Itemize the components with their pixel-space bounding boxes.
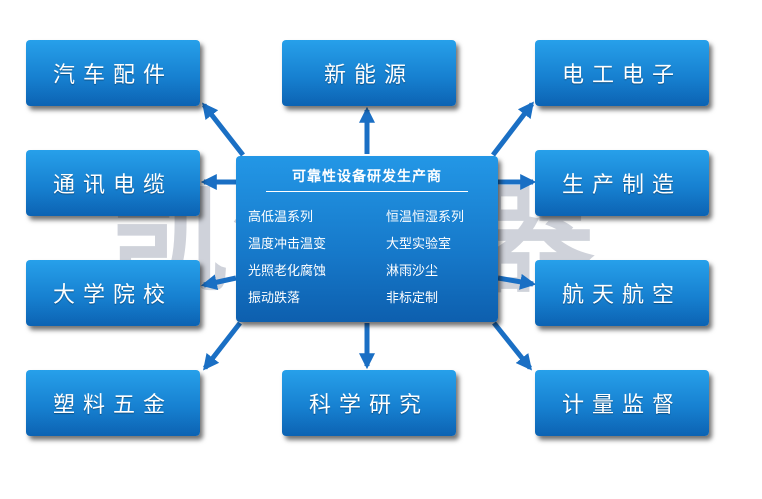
box-auto-parts: 汽车配件	[26, 40, 200, 106]
center-box: 可靠性设备研发生产商 高低温系列 温度冲击温变 光照老化腐蚀 振动跌落 恒温恒湿…	[236, 156, 498, 322]
box-scientific-research: 科学研究	[282, 370, 456, 436]
box-new-energy: 新能源	[282, 40, 456, 106]
box-university: 大学院校	[26, 260, 200, 326]
center-item-left-1: 高低温系列	[248, 210, 314, 225]
center-item-left-2: 温度冲击温变	[248, 237, 327, 252]
center-title: 可靠性设备研发生产商	[292, 169, 442, 185]
center-item-left-4: 振动跌落	[248, 291, 301, 306]
arrow-to-electronics	[491, 101, 534, 157]
arrow-to-aerospace	[497, 273, 537, 290]
box-metrology: 计量监督	[535, 370, 709, 436]
box-manufacturing: 生产制造	[535, 150, 709, 216]
center-item-right-2: 大型实验室	[386, 237, 452, 252]
arrow-to-auto-parts	[202, 102, 245, 157]
box-plastics-hardware: 塑料五金	[26, 370, 200, 436]
center-item-right-1: 恒温恒湿系列	[386, 210, 465, 225]
arrow-to-plastics-hardware	[203, 321, 242, 371]
arrow-to-metrology	[492, 321, 532, 371]
arrow-to-university	[200, 274, 237, 291]
center-item-left-3: 光照老化腐蚀	[248, 264, 327, 279]
center-item-right-4: 非标定制	[386, 291, 439, 306]
box-electronics: 电工电子	[535, 40, 709, 106]
center-title-divider	[266, 191, 468, 192]
box-telecom-cable: 通讯电缆	[26, 150, 200, 216]
box-aerospace: 航天航空	[535, 260, 709, 326]
center-item-right-3: 淋雨沙尘	[386, 264, 439, 279]
